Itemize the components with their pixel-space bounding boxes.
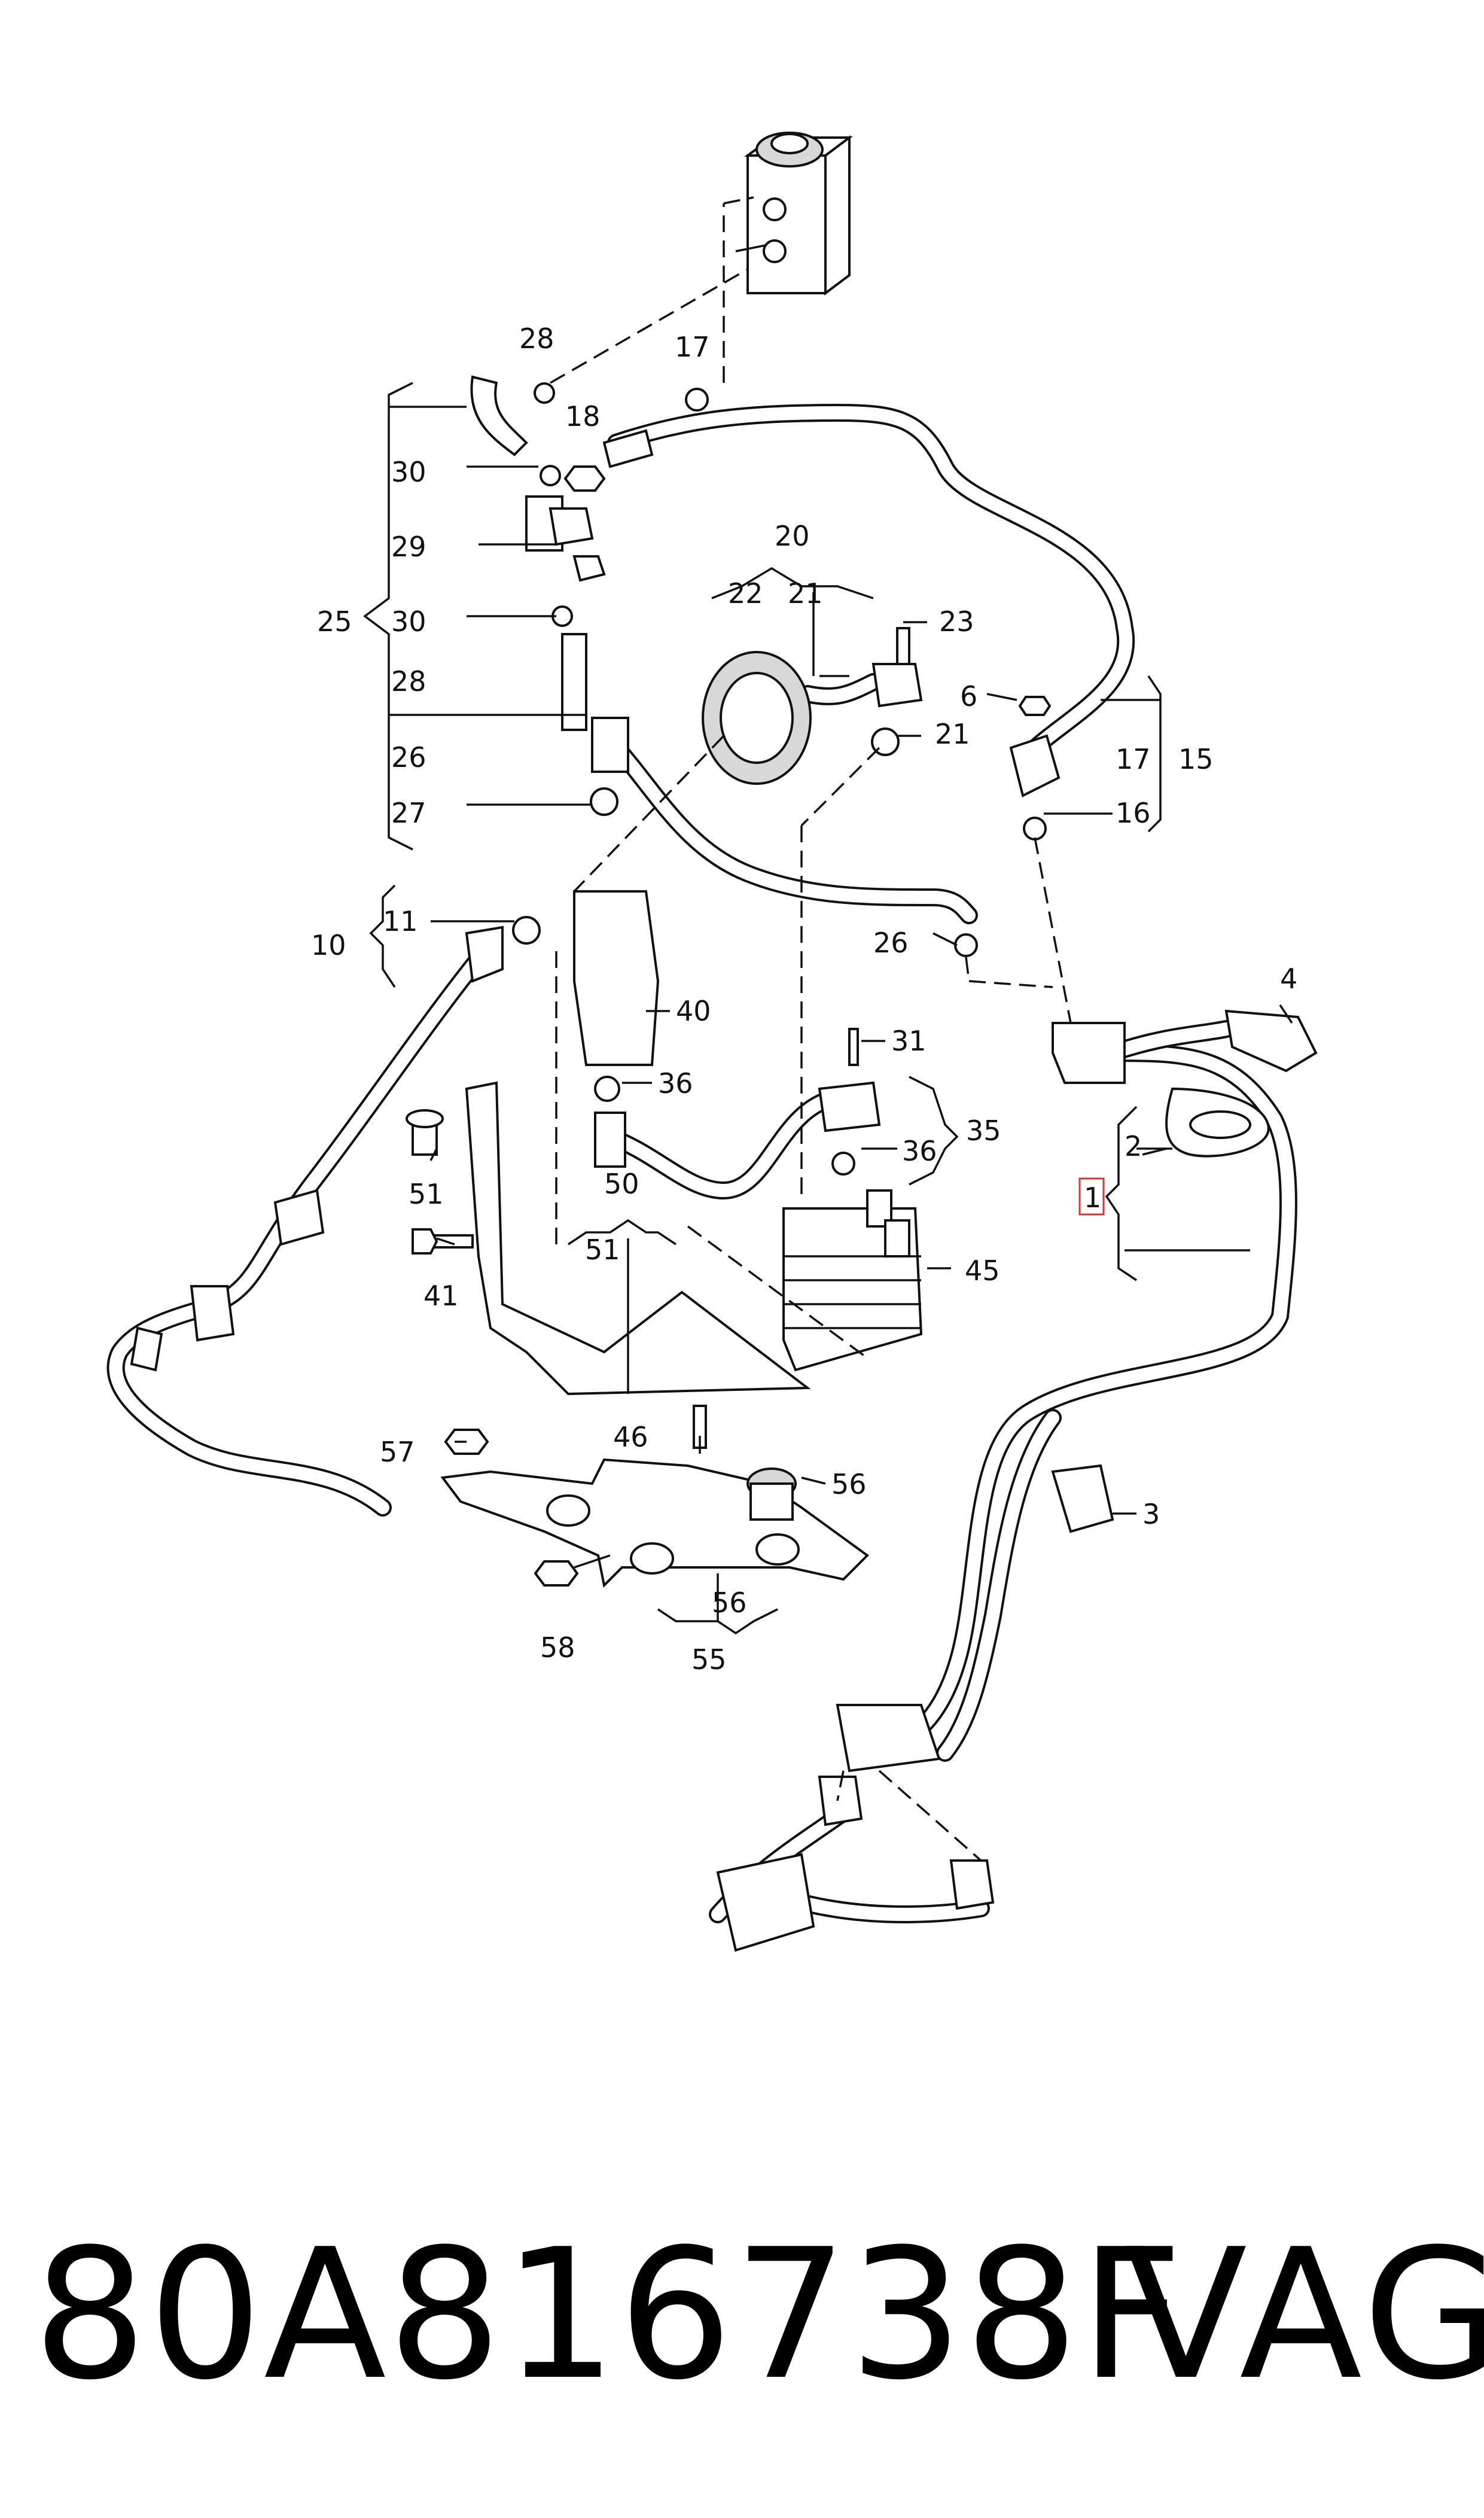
parts (130, 375, 1318, 1952)
callout-17-right: 17 (1116, 743, 1151, 775)
callout-45: 45 (965, 1255, 1000, 1287)
callout-51-center: 51 (585, 1234, 620, 1266)
callout-16: 16 (1116, 797, 1151, 829)
callout-25: 25 (317, 605, 352, 638)
callout-2: 2 (1125, 1130, 1142, 1162)
callout-40: 40 (676, 995, 711, 1027)
callout-20: 20 (775, 520, 810, 552)
callout-23: 23 (939, 605, 974, 638)
callout-58: 58 (540, 1631, 575, 1664)
leader-lines (363, 382, 1293, 1635)
callout-21-upper: 21 (788, 577, 823, 610)
callout-27: 27 (391, 797, 426, 829)
callout-30-lower: 30 (391, 605, 426, 638)
callout-21-lower: 21 (935, 718, 970, 750)
brand-label: VAG (1125, 2211, 1484, 2419)
callout-6: 6 (960, 680, 977, 713)
dashed-lines (550, 196, 1072, 1862)
callout-26-right: 26 (873, 927, 909, 959)
callout-36-right: 36 (902, 1135, 937, 1167)
callout-35: 35 (966, 1115, 1001, 1147)
callout-17-top: 17 (675, 331, 710, 363)
callout-56-right: 56 (831, 1468, 867, 1500)
callout-1: 1 (1084, 1182, 1101, 1214)
hoses (106, 404, 1297, 1923)
callout-31: 31 (891, 1025, 927, 1057)
callout-30-upper: 30 (391, 456, 426, 488)
callout-18: 18 (565, 400, 601, 433)
callout-4: 4 (1280, 963, 1297, 995)
callout-41: 41 (423, 1280, 459, 1312)
expansion-valve (735, 132, 853, 296)
callouts: 28 17 18 30 29 20 22 21 25 30 23 28 6 21… (311, 322, 1297, 1676)
callout-28-top: 28 (519, 322, 554, 355)
callout-1-highlight (1078, 1177, 1105, 1216)
callout-51-left: 51 (409, 1178, 444, 1210)
callout-36-left: 36 (658, 1067, 693, 1100)
callout-26-left: 26 (391, 741, 426, 774)
callout-15: 15 (1178, 743, 1214, 775)
callout-50: 50 (604, 1168, 639, 1200)
callout-29: 29 (391, 531, 426, 563)
callout-55: 55 (691, 1643, 727, 1676)
callout-28-lower: 28 (391, 665, 426, 698)
callout-11: 11 (383, 905, 418, 937)
callout-56-lower: 56 (712, 1587, 747, 1619)
callout-57: 57 (380, 1436, 415, 1468)
callout-46: 46 (613, 1421, 648, 1453)
callout-10: 10 (311, 929, 346, 961)
part-number: 80A816738F (33, 2211, 1184, 2419)
callout-3: 3 (1142, 1498, 1160, 1530)
callout-22: 22 (728, 577, 763, 610)
